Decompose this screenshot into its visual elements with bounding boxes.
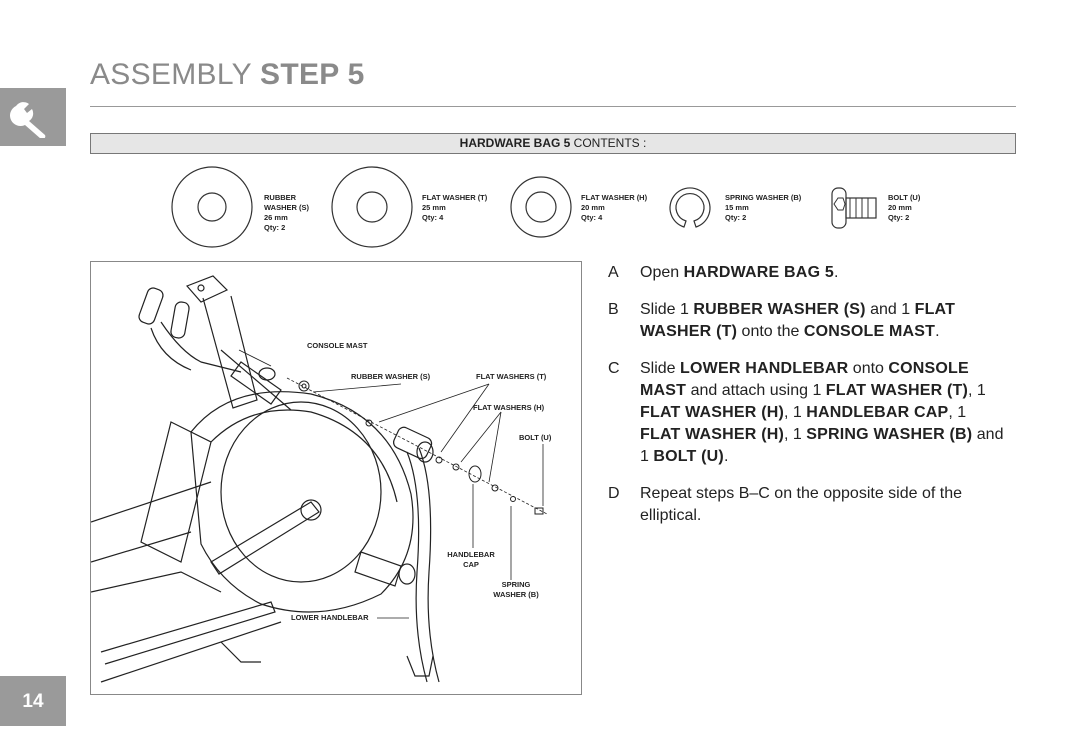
callout-handlebar-cap: HANDLEBAR CAP xyxy=(447,550,495,569)
title-light: ASSEMBLY xyxy=(90,58,252,91)
callout-lower-handlebar: LOWER HANDLEBAR xyxy=(291,613,369,622)
bolt-icon xyxy=(831,187,877,229)
instruction-steps: A Open HARDWARE BAG 5. B Slide 1 RUBBER … xyxy=(608,262,1008,542)
callout-flat-washers-t: FLAT WASHERS (T) xyxy=(476,372,547,381)
step-b: B Slide 1 RUBBER WASHER (S) and 1 FLAT W… xyxy=(608,301,956,340)
page-number: 14 xyxy=(0,676,66,726)
hardware-item-spring-washer: SPRING WASHER (B) 15 mm Qty: 2 xyxy=(725,193,802,222)
step-letter: D xyxy=(608,485,620,502)
hardware-item-flat-washer-h: FLAT WASHER (H) 20 mm Qty: 4 xyxy=(581,193,648,222)
hardware-item-flat-washer-t: FLAT WASHER (T) 25 mm Qty: 4 xyxy=(422,193,488,222)
flat-washer-h-icon xyxy=(510,176,572,238)
hardware-item-rubber-washer: RUBBER WASHER (S) 26 mm Qty: 2 xyxy=(264,193,309,232)
step-c: C Slide LOWER HANDLEBAR onto CONSOLE MAS… xyxy=(608,360,1004,465)
callout-console-mast: CONSOLE MAST xyxy=(307,341,368,350)
hardware-illustrations xyxy=(171,166,877,248)
wrench-icon xyxy=(10,102,46,138)
step-letter: C xyxy=(608,360,620,377)
bag-label-rest: CONTENTS : xyxy=(573,136,647,150)
flat-washer-t-icon xyxy=(331,166,413,248)
rubber-washer-icon xyxy=(171,166,253,248)
hardware-bag-header: HARDWARE BAG 5 CONTENTS : xyxy=(90,133,1016,154)
callout-spring-washer: SPRING WASHER (B) xyxy=(493,580,539,599)
spring-washer-icon xyxy=(669,187,711,228)
assembly-diagram: CONSOLE MAST RUBBER WASHER (S) FLAT WASH… xyxy=(90,261,582,695)
step-letter: A xyxy=(608,264,619,281)
callout-flat-washers-h: FLAT WASHERS (H) xyxy=(473,403,545,412)
elliptical-illustration xyxy=(91,275,548,683)
title-rule xyxy=(90,106,1016,107)
bag-label-bold: HARDWARE BAG 5 xyxy=(459,136,571,150)
callout-bolt: BOLT (U) xyxy=(519,433,552,442)
callout-rubber-washer: RUBBER WASHER (S) xyxy=(351,372,431,381)
section-tab xyxy=(0,88,66,146)
page-title: ASSEMBLY STEP 5 xyxy=(90,58,365,92)
title-bold: STEP 5 xyxy=(260,58,365,91)
hardware-item-bolt: BOLT (U) 20 mm Qty: 2 xyxy=(888,193,921,222)
step-d: D Repeat steps B–C on the opposite side … xyxy=(608,485,962,524)
step-letter: B xyxy=(608,301,619,318)
step-a: A Open HARDWARE BAG 5. xyxy=(608,262,1008,284)
